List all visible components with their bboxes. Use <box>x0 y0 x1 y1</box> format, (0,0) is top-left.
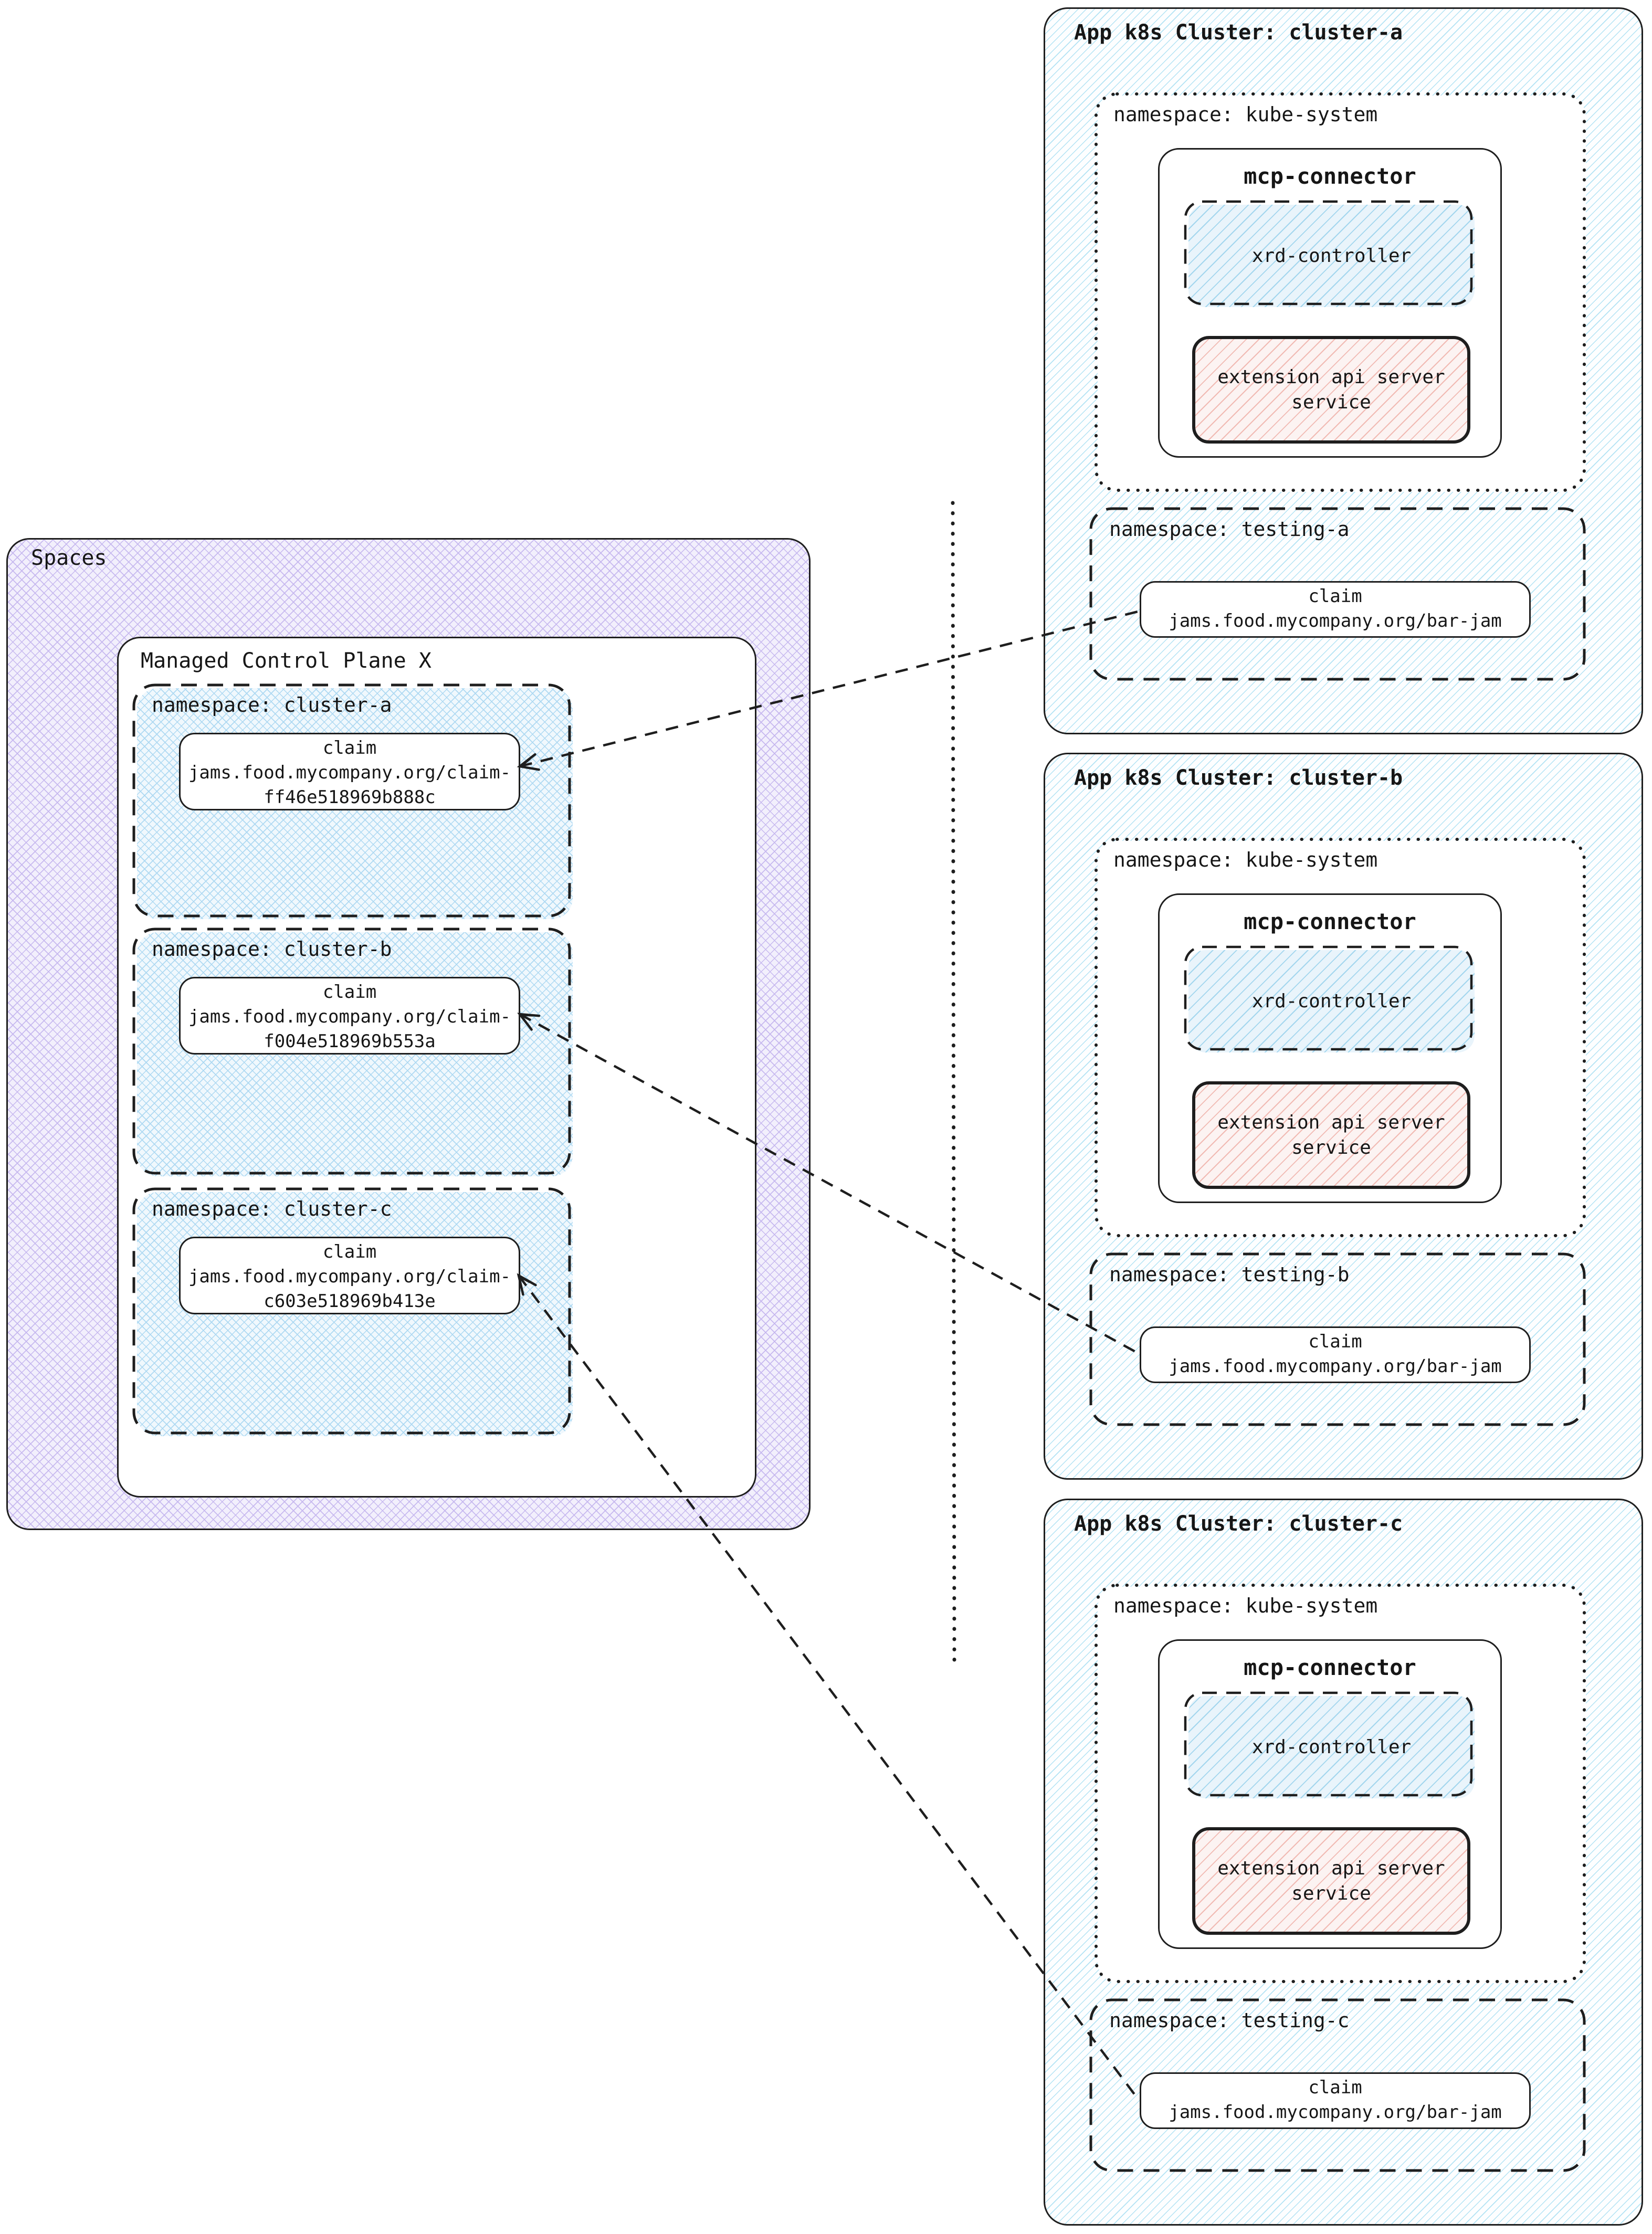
xrd-controller-box: xrd-controller <box>1188 205 1475 307</box>
claim-title: claim <box>322 982 377 1003</box>
mcp-connector-title: mcp-connector <box>1244 163 1416 189</box>
kube-system-namespace-box: namespace: kube-system mcp-connector xrd… <box>1098 841 1586 1237</box>
extension-api-server-label-line-2: service <box>1291 1882 1371 1904</box>
claim-title: claim <box>1308 586 1362 607</box>
managed-control-plane-box: Managed Control Plane X namespace: clust… <box>117 637 756 1498</box>
app-cluster-c-title: App k8s Cluster: cluster-c <box>1074 1512 1403 1536</box>
xrd-controller-label: xrd-controller <box>1251 990 1412 1012</box>
app-cluster-b-title: App k8s Cluster: cluster-b <box>1074 766 1403 790</box>
testing-a-namespace-box: namespace: testing-a claim jams.food.myc… <box>1092 510 1586 681</box>
testing-b-namespace-label: namespace: testing-b <box>1109 1263 1350 1286</box>
namespace-cluster-a-box: namespace: cluster-a claim jams.food.myc… <box>137 688 573 919</box>
app-cluster-b-box: App k8s Cluster: cluster-b namespace: ku… <box>1044 753 1643 1480</box>
kube-system-namespace-label: namespace: kube-system <box>1113 103 1378 126</box>
claim-title: claim <box>322 1241 377 1262</box>
claim-box-testing-a: claim jams.food.mycompany.org/bar-jam <box>1140 581 1531 638</box>
mcp-connector-box: mcp-connector xrd-controller extension a… <box>1158 893 1502 1203</box>
mcp-connector-box: mcp-connector xrd-controller extension a… <box>1158 1639 1502 1949</box>
xrd-controller-label: xrd-controller <box>1251 245 1412 267</box>
testing-a-namespace-label: namespace: testing-a <box>1109 518 1350 541</box>
mcp-connector-title: mcp-connector <box>1244 1655 1416 1680</box>
extension-api-server-label-line-2: service <box>1291 391 1371 413</box>
claim-name: jams.food.mycompany.org/bar-jam <box>1169 1356 1502 1377</box>
namespace-cluster-c-box: namespace: cluster-c claim jams.food.myc… <box>137 1192 573 1436</box>
claim-name: jams.food.mycompany.org/bar-jam <box>1169 2102 1502 2123</box>
kube-system-namespace-box: namespace: kube-system mcp-connector xrd… <box>1098 96 1586 492</box>
claim-box-cluster-a: claim jams.food.mycompany.org/claim- ff4… <box>179 733 520 810</box>
testing-b-namespace-box: namespace: testing-b claim jams.food.myc… <box>1092 1256 1586 1426</box>
extension-api-server-label-line-1: extension api server <box>1217 366 1445 388</box>
mcp-connector-box: mcp-connector xrd-controller extension a… <box>1158 148 1502 458</box>
claim-name-line-2: ff46e518969b888c <box>264 787 436 808</box>
managed-control-plane-title: Managed Control Plane X <box>141 649 432 673</box>
claim-title: claim <box>322 737 377 758</box>
namespace-cluster-a-label: namespace: cluster-a <box>152 693 392 716</box>
extension-api-server-box: extension api server service <box>1192 336 1470 444</box>
namespace-cluster-c-label: namespace: cluster-c <box>152 1197 392 1220</box>
extension-api-server-box: extension api server service <box>1192 1827 1470 1935</box>
claim-name-line-1: jams.food.mycompany.org/claim- <box>188 762 511 783</box>
kube-system-namespace-label: namespace: kube-system <box>1113 1594 1378 1617</box>
kube-system-namespace-label: namespace: kube-system <box>1113 848 1378 871</box>
kube-system-namespace-box: namespace: kube-system mcp-connector xrd… <box>1098 1587 1586 1983</box>
extension-api-server-box: extension api server service <box>1192 1081 1470 1189</box>
claim-name-line-2: f004e518969b553a <box>264 1031 436 1052</box>
claim-box-testing-c: claim jams.food.mycompany.org/bar-jam <box>1140 2072 1531 2129</box>
claim-name-line-1: jams.food.mycompany.org/claim- <box>188 1266 511 1287</box>
namespace-cluster-b-box: namespace: cluster-b claim jams.food.myc… <box>137 932 573 1176</box>
claim-box-testing-b: claim jams.food.mycompany.org/bar-jam <box>1140 1326 1531 1383</box>
xrd-controller-box: xrd-controller <box>1188 1696 1475 1798</box>
claim-name: jams.food.mycompany.org/bar-jam <box>1169 610 1502 631</box>
testing-c-namespace-box: namespace: testing-c claim jams.food.myc… <box>1092 2001 1586 2172</box>
app-cluster-a-title: App k8s Cluster: cluster-a <box>1074 20 1403 45</box>
claim-box-cluster-b: claim jams.food.mycompany.org/claim- f00… <box>179 977 520 1055</box>
claim-box-cluster-c: claim jams.food.mycompany.org/claim- c60… <box>179 1237 520 1314</box>
xrd-controller-label: xrd-controller <box>1251 1736 1412 1758</box>
extension-api-server-label-line-1: extension api server <box>1217 1111 1445 1133</box>
extension-api-server-label-line-1: extension api server <box>1217 1857 1445 1879</box>
claim-name-line-2: c603e518969b413e <box>264 1291 436 1312</box>
namespace-cluster-b-label: namespace: cluster-b <box>152 937 392 961</box>
cluster-separator-line <box>951 501 956 1669</box>
xrd-controller-box: xrd-controller <box>1188 950 1475 1052</box>
app-cluster-c-box: App k8s Cluster: cluster-c namespace: ku… <box>1044 1499 1643 2226</box>
app-cluster-a-box: App k8s Cluster: cluster-a namespace: ku… <box>1044 7 1643 734</box>
mcp-connector-title: mcp-connector <box>1244 909 1416 934</box>
spaces-group-box: Spaces Managed Control Plane X namespace… <box>6 538 811 1530</box>
testing-c-namespace-label: namespace: testing-c <box>1109 2009 1350 2032</box>
claim-title: claim <box>1308 2077 1362 2098</box>
claim-name-line-1: jams.food.mycompany.org/claim- <box>188 1006 511 1027</box>
spaces-label: Spaces <box>31 546 107 570</box>
extension-api-server-label-line-2: service <box>1291 1136 1371 1158</box>
claim-title: claim <box>1308 1331 1362 1352</box>
